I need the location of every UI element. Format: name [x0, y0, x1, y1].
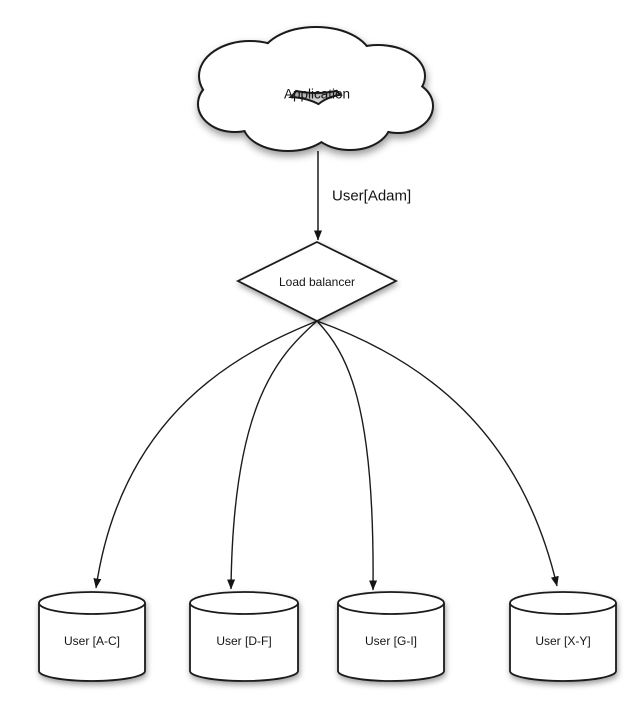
db-cylinders: [38, 591, 617, 682]
db-label-d-f: User [D-F]: [216, 634, 272, 648]
arrows-lb-to-shards: [93, 320, 559, 591]
arrow-lb-to-shard-a-c: [93, 320, 318, 589]
db-cylinder-g-i: [337, 591, 445, 682]
db-cylinder-x-y: [509, 591, 617, 682]
db-cylinder-a-c: [38, 591, 146, 682]
db-label-a-c: User [A-C]: [63, 634, 121, 648]
db-cylinder-d-f: [189, 591, 299, 682]
arrow-lb-to-shard-x-y: [316, 320, 559, 587]
edge-user-adam-label: User[Adam]: [332, 187, 412, 205]
application-label: Application: [283, 86, 351, 102]
load-balancer-diamond: [235, 240, 399, 323]
db-label-g-i: User [G-I]: [364, 634, 418, 648]
cloud-shape: [197, 26, 434, 152]
arrow-lb-to-shard-d-f: [227, 320, 318, 590]
db-label-x-y: User [X-Y]: [535, 634, 591, 648]
arrow-lb-to-shard-g-i: [316, 320, 378, 591]
load-balancer-label: Load balancer: [278, 275, 356, 289]
